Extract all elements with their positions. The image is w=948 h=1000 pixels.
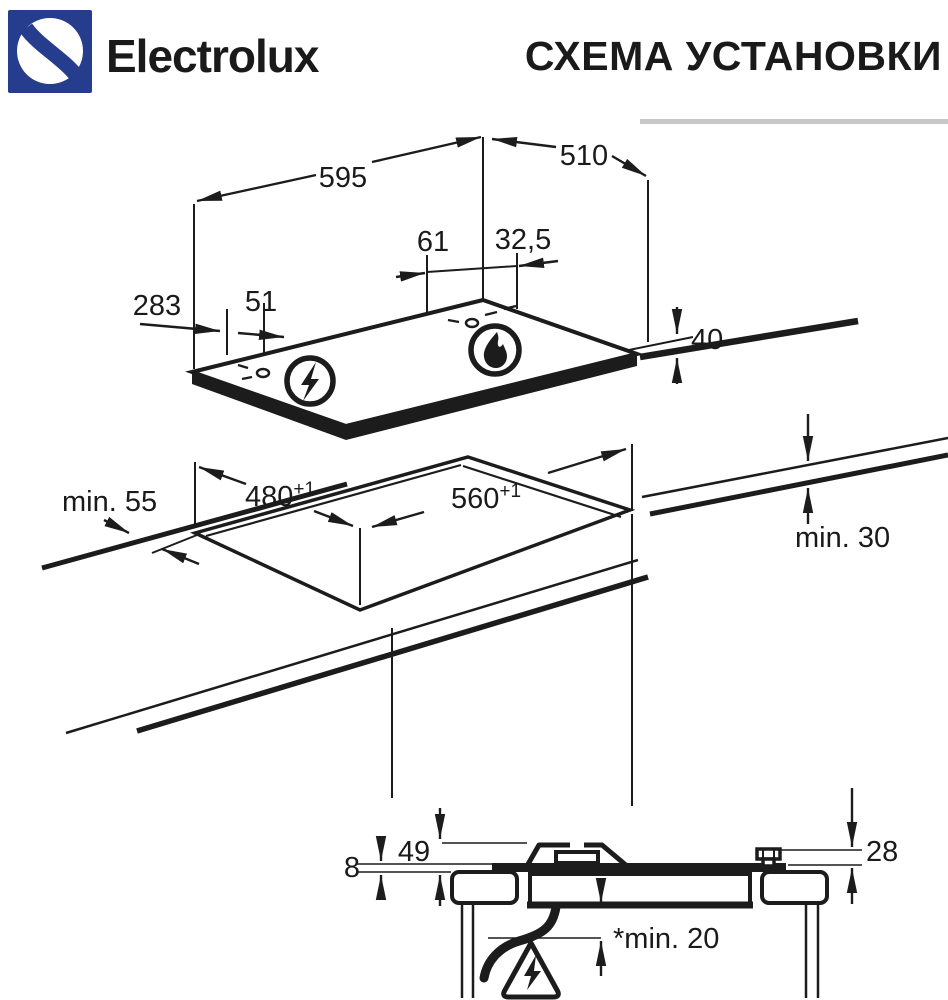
dim-cutout-width: 560+1 (451, 481, 521, 515)
pan-support (524, 842, 629, 868)
gas-connector (755, 847, 782, 868)
dim-cutout-depth: 480+1 (245, 479, 315, 513)
page-title: СХЕМА УСТАНОВКИ (525, 33, 942, 79)
header-rule (640, 119, 948, 124)
electric-hazard-triangle-icon (501, 940, 561, 1000)
worktop-section-right (760, 870, 829, 905)
dim-center-offset: 32,5 (495, 224, 551, 256)
dim-glass-height: 8 (344, 852, 360, 884)
hob-glass (492, 863, 786, 872)
electrolux-logo-icon (8, 10, 92, 93)
dim-hob-height: 40 (691, 324, 723, 356)
dim-clearance-below: *min. 20 (613, 923, 719, 955)
cross-section-view: 49 8 28 (344, 788, 898, 1000)
dim-overall-width: 595 (319, 162, 367, 194)
gas-flame-icon (468, 323, 522, 377)
dim-wall-clearance: min. 30 (795, 522, 890, 554)
brand-wordmark: Electrolux (106, 30, 320, 82)
worktop-section-left (450, 870, 519, 905)
header: Electrolux СХЕМА УСТАНОВКИ (8, 10, 948, 124)
lightning-bolt-icon (284, 355, 336, 407)
control-point-left (237, 363, 271, 381)
dim-overall-depth: 510 (560, 140, 608, 172)
dim-support-height: 49 (398, 836, 430, 868)
control-point-right (447, 304, 517, 329)
top-isometric-view: 595 510 61 32,5 283 51 40 (133, 135, 859, 440)
cabinet-front-line (65, 558, 639, 735)
hob-body (528, 872, 752, 907)
dim-front-clearance: min. 55 (62, 486, 157, 518)
dim-control-offset: 51 (245, 286, 277, 318)
power-cable (479, 902, 561, 983)
worktop-cutout-view: min. 55 480+1 560+1 min. 30 (41, 414, 948, 806)
dim-burner-offset: 61 (417, 226, 449, 258)
dim-profile-height: 28 (866, 836, 898, 868)
dim-edge-offset: 283 (133, 290, 181, 322)
worktop-edge-line (639, 317, 859, 361)
cutout-opening (189, 455, 636, 612)
